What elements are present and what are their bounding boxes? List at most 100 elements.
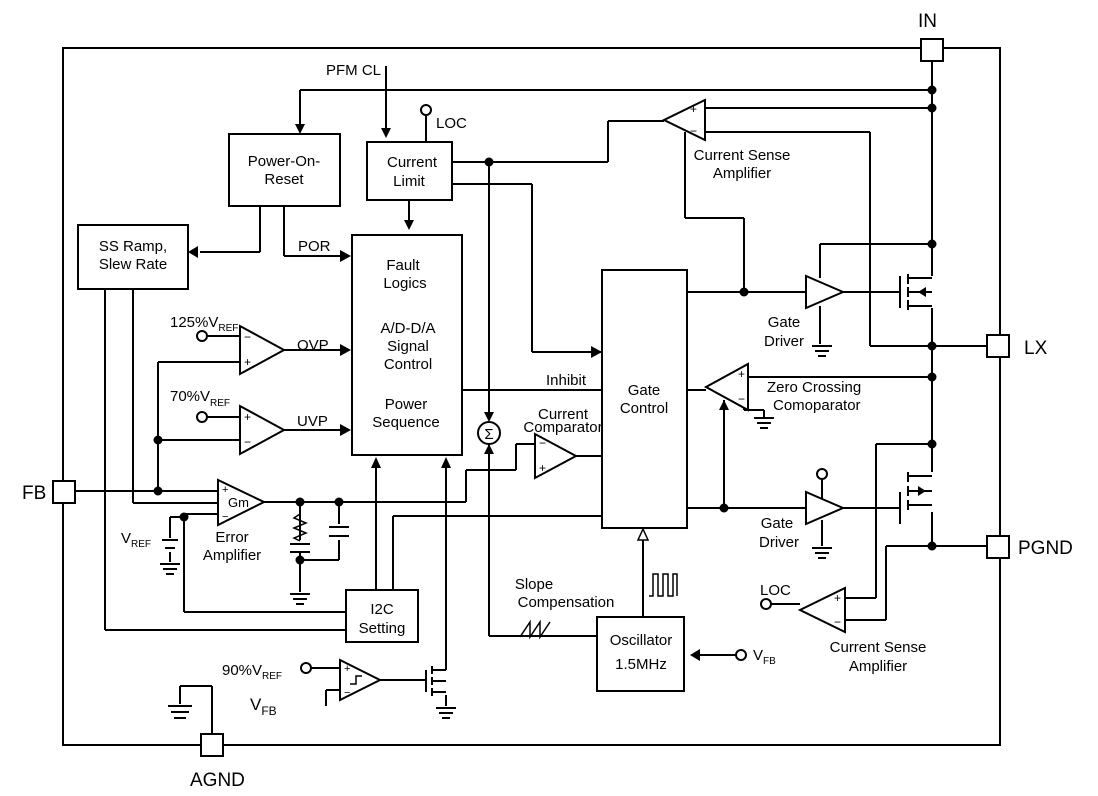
i2c-line-1: I2C: [370, 601, 394, 618]
oscillator-block: Oscillator 1.5MHz: [596, 616, 685, 692]
loc-top-label: LOC: [436, 115, 467, 132]
fault-line-8: Power: [385, 396, 428, 413]
gate-control-line-1: Gate: [628, 382, 661, 399]
zero-crossing-comparator: + −: [703, 362, 749, 412]
vref-label: VREF: [121, 530, 151, 550]
pin-in-box: [920, 38, 944, 62]
summing-node: Σ: [477, 421, 501, 445]
por-line-1: Power-On-: [248, 153, 321, 170]
svg-text:−: −: [344, 687, 350, 699]
slope-line-2: Compensation: [518, 594, 615, 611]
svg-text:−: −: [244, 435, 251, 449]
svg-text:+: +: [539, 461, 546, 475]
svg-text:+: +: [344, 663, 350, 675]
gd-bottom-line-2: Driver: [759, 534, 799, 551]
svg-text:−: −: [539, 436, 546, 450]
gd-top-line-1: Gate: [768, 314, 801, 331]
pin-in-label: IN: [918, 11, 937, 32]
compensation-capacitor-2: [329, 526, 349, 537]
oscillator-line-2: 1.5MHz: [615, 656, 667, 673]
low-side-mosfet: [899, 472, 932, 524]
inhibit-label: Inhibit: [546, 372, 587, 389]
fault-line-4: A/D-D/A: [380, 320, 435, 337]
pin-pgnd-box: [986, 535, 1010, 559]
sum-symbol: Σ: [484, 426, 493, 443]
ref-125-label: 125%VREF: [170, 314, 238, 334]
fault-line-1: Fault: [386, 257, 420, 274]
error-amplifier: + − Gm: [217, 478, 267, 527]
pin-agnd-label: AGND: [190, 770, 245, 791]
pin-pgnd-label: PGND: [1018, 538, 1073, 559]
pin-lx-box: [986, 334, 1010, 358]
fault-line-6: Control: [384, 356, 432, 373]
svg-text:+: +: [222, 484, 228, 496]
gate-driver-top: [805, 274, 846, 310]
uvp-comparator: + −: [239, 404, 287, 456]
gd-top-line-2: Driver: [764, 333, 804, 350]
compensation-capacitor-1: [290, 543, 310, 553]
fault-line-2: Logics: [383, 275, 426, 292]
gate-driver-bottom: [805, 490, 846, 526]
vfb-bottom-label: VFB: [250, 695, 277, 718]
current-sense-amp-bottom: + −: [797, 586, 846, 634]
cc-line-2: Comparator: [523, 419, 602, 436]
current-comparator: − +: [534, 432, 579, 480]
fault-line-9: Sequence: [372, 414, 440, 431]
svg-text:−: −: [244, 330, 251, 344]
ovp-comparator: − +: [239, 324, 287, 376]
svg-text:−: −: [690, 124, 697, 138]
pin-fb-label: FB: [22, 483, 46, 504]
gd-bottom-line-1: Gate: [761, 515, 794, 532]
junction-dots: [153, 85, 937, 565]
por-label: POR: [298, 238, 331, 255]
pin-lx-label: LX: [1024, 338, 1048, 359]
current-limit-line-1: Current: [387, 154, 438, 171]
pin-fb-box: [52, 480, 76, 504]
uvp-label: UVP: [297, 413, 328, 430]
vfb-osc-label: VFB: [753, 647, 776, 667]
cc-line-1: Current: [538, 406, 589, 423]
i2c-line-2: Setting: [359, 620, 406, 637]
gate-control-block: Gate Control: [601, 269, 688, 529]
svg-text:−: −: [834, 615, 841, 629]
current-sense-amp-top: + −: [661, 98, 706, 142]
ovp-label: OVP: [297, 337, 329, 354]
svg-text:+: +: [738, 367, 745, 381]
svg-text:−: −: [222, 511, 228, 523]
cs-top-line-2: Amplifier: [713, 165, 771, 182]
error-amp-line-2: Amplifier: [203, 547, 261, 564]
gate-control-line-2: Control: [620, 400, 668, 417]
zc-line-1: Zero Crossing: [767, 379, 861, 396]
ss-ramp-block: SS Ramp, Slew Rate: [77, 224, 189, 290]
gm-label: Gm: [228, 495, 249, 510]
comparator-90: + −: [339, 658, 383, 702]
svg-text:+: +: [244, 355, 251, 369]
svg-text:+: +: [690, 102, 697, 116]
fault-line-5: Signal: [387, 338, 429, 355]
power-on-reset-block: Power-On- Reset: [228, 133, 341, 207]
chip-outline: [62, 47, 1001, 746]
pins: IN LX PGND FB AGND: [22, 11, 1073, 791]
ref-70-label: 70%VREF: [170, 388, 230, 409]
slope-waveform: [519, 619, 551, 640]
loc-bottom-label: LOC: [760, 582, 791, 599]
ground-symbols: [160, 345, 832, 719]
ref-90-label: 90%VREF: [222, 662, 282, 682]
clock-waveform: [649, 573, 678, 597]
current-limit-line-2: Limit: [393, 173, 426, 190]
cs-bottom-line-2: Amplifier: [849, 658, 907, 675]
fault-logic-block: Fault Logics A/D-D/A Signal Control Powe…: [351, 234, 463, 456]
i2c-setting-block: I2C Setting: [345, 589, 419, 643]
ss-ramp-line-1: SS Ramp,: [99, 238, 167, 255]
svg-text:−: −: [738, 392, 745, 406]
slope-line-1: Slope: [515, 576, 553, 593]
current-limit-block: Current Limit: [366, 141, 453, 201]
zc-line-2: Comoparator: [773, 397, 861, 414]
compensation-resistor: [292, 502, 308, 542]
vref-source: [162, 539, 178, 549]
open-terminals: [196, 104, 828, 674]
discharge-mosfet: [425, 666, 446, 696]
ss-ramp-line-2: Slew Rate: [99, 256, 167, 273]
svg-text:+: +: [244, 410, 251, 424]
